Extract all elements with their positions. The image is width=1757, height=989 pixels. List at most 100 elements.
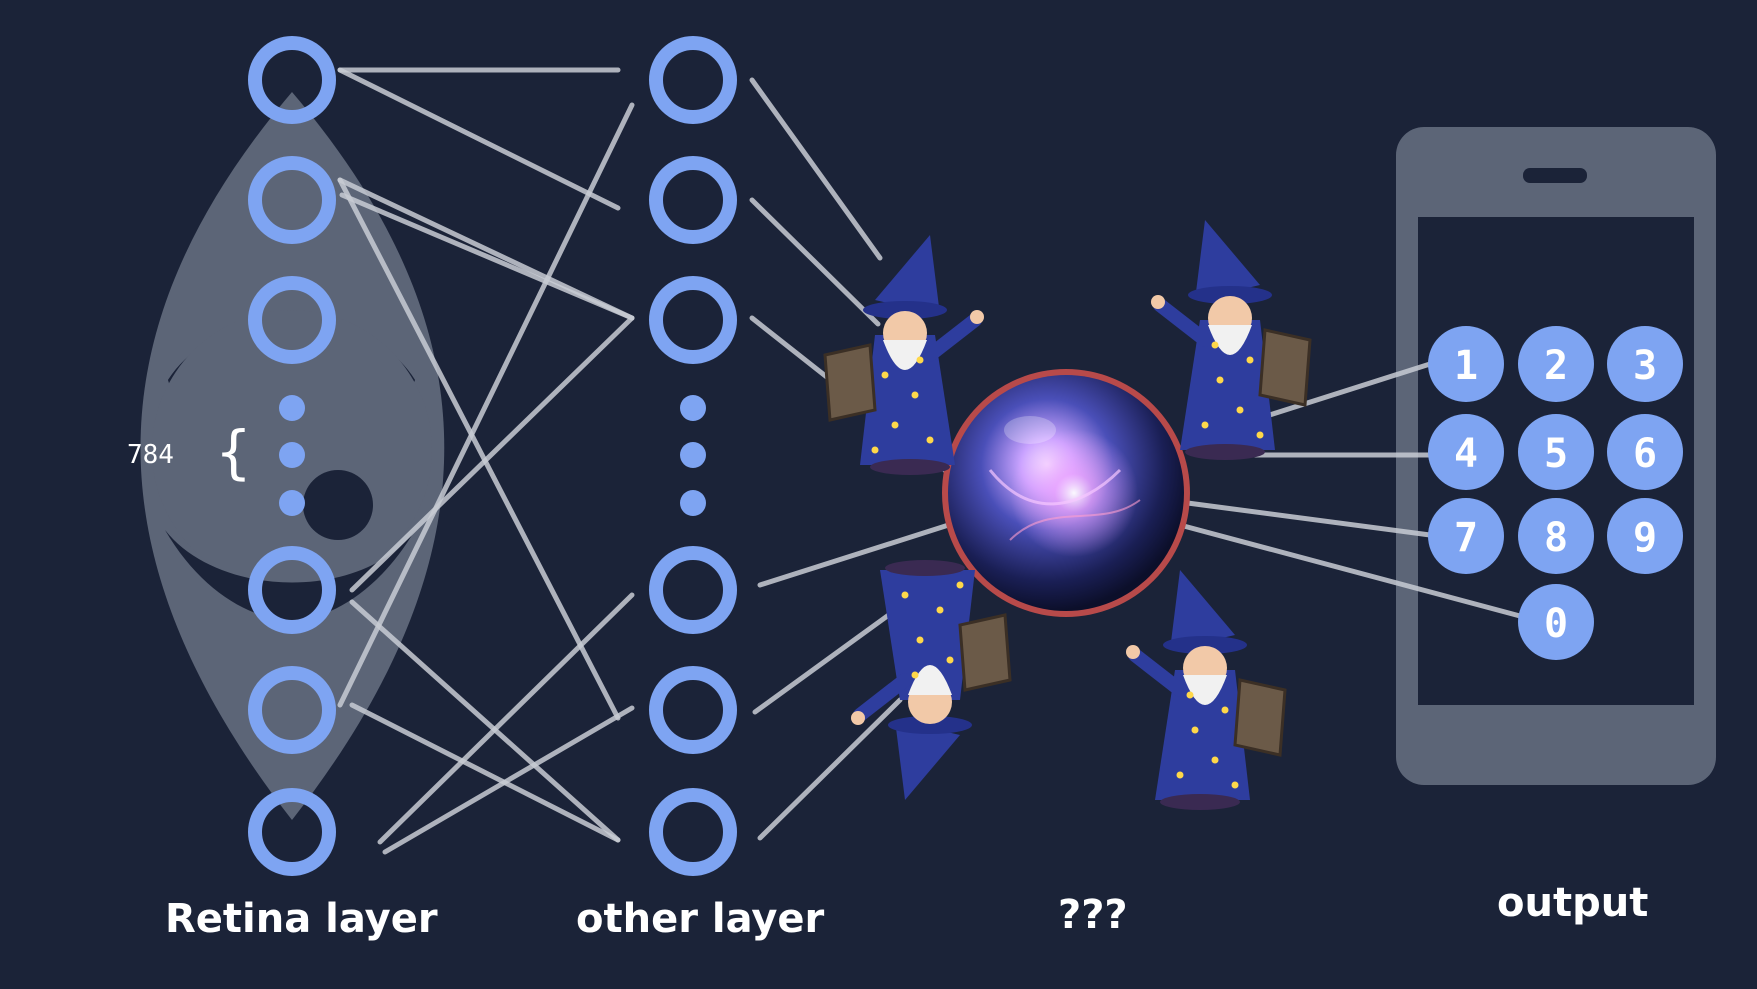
connection-line: [339, 192, 635, 321]
wizard-robe: [1180, 320, 1275, 450]
wizard-star: [911, 391, 919, 399]
wizard-robe: [860, 335, 955, 465]
wizard-star: [1211, 341, 1219, 349]
connection-line: [1257, 361, 1433, 421]
wizard-star: [916, 356, 924, 364]
wizard-star: [891, 421, 899, 429]
ellipsis-dot: [279, 395, 305, 421]
ellipsis-dot: [279, 442, 305, 468]
wizard-hand: [1151, 295, 1165, 309]
output-label: output: [1497, 880, 1649, 926]
key-circle: [1518, 498, 1594, 574]
wizard-star: [916, 636, 924, 644]
key-circle: [1428, 498, 1504, 574]
wizard-hat-brim: [888, 716, 972, 734]
wizard-star: [1211, 756, 1219, 764]
wizard-star: [926, 436, 934, 444]
wizard-feet: [870, 459, 950, 475]
keypad-key: 0: [1518, 584, 1594, 660]
input-brace: {: [215, 418, 252, 486]
key-label: 3: [1633, 343, 1657, 389]
wizard-hat-brim: [863, 301, 947, 319]
wizard-star: [1186, 691, 1194, 699]
keypad-key: 1: [1428, 326, 1504, 402]
wizard-star: [881, 371, 889, 379]
key-circle: [1518, 414, 1594, 490]
connection-line: [349, 599, 621, 843]
key-circle: [1428, 326, 1504, 402]
neuron-node: [649, 276, 737, 364]
key-circle: [1607, 498, 1683, 574]
ellipsis-dot: [279, 490, 305, 516]
key-label: 7: [1454, 515, 1478, 561]
wizard-star: [1236, 406, 1244, 414]
wizard-beard: [883, 340, 927, 370]
key-label: 2: [1544, 343, 1568, 389]
keypad-key: 8: [1518, 498, 1594, 574]
key-circle: [1607, 326, 1683, 402]
other-layer-label: other layer: [576, 896, 825, 942]
keypad-key: 9: [1607, 498, 1683, 574]
wizard-star: [911, 671, 919, 679]
connection-line: [349, 315, 635, 593]
neuron-node: [248, 666, 336, 754]
wizard-star: [1256, 431, 1264, 439]
wizard-star: [1231, 781, 1239, 789]
wizard-book: [1233, 678, 1287, 757]
wizard-star: [1246, 356, 1254, 364]
connection-line: [349, 702, 621, 843]
wizard-star: [936, 606, 944, 614]
wizard-icon: [823, 235, 984, 475]
connection-line: [337, 67, 621, 211]
neuron-node: [248, 276, 336, 364]
retina-layer-label: Retina layer: [165, 896, 438, 942]
wizard-hat: [1195, 220, 1260, 300]
key-label: 4: [1454, 431, 1478, 477]
ellipsis-dot: [680, 490, 706, 516]
wizard-arm: [1128, 648, 1187, 697]
keypad-key: 7: [1428, 498, 1504, 574]
wizards: [823, 220, 1312, 810]
wizard-beard: [1183, 675, 1227, 705]
connection-line: [1177, 522, 1523, 619]
wizard-arm: [853, 673, 912, 722]
wizard-icon: [851, 560, 1012, 800]
key-label: 6: [1633, 431, 1657, 477]
wizard-star: [956, 581, 964, 589]
neuron-node: [649, 36, 737, 124]
wizard-hand: [851, 711, 865, 725]
ellipsis-dot: [680, 395, 706, 421]
wizard-hat: [895, 720, 960, 800]
neuron-node: [248, 788, 336, 876]
key-label: 8: [1544, 515, 1568, 561]
wizard-star: [901, 591, 909, 599]
key-label: 1: [1454, 343, 1478, 389]
connection-line: [1177, 499, 1433, 538]
wizard-star: [1201, 421, 1209, 429]
key-label: 0: [1544, 601, 1568, 647]
wizard-arm: [923, 313, 982, 362]
wizard-arm: [1153, 298, 1212, 347]
wizard-star: [871, 446, 879, 454]
connection-line: [377, 592, 635, 845]
connection-line: [757, 519, 961, 588]
wizard-hat-brim: [1188, 286, 1272, 304]
wizard-feet: [885, 560, 965, 576]
key-circle: [1518, 584, 1594, 660]
input-count-label: 784: [127, 440, 174, 470]
wizard-robe: [880, 570, 975, 700]
key-label: 9: [1633, 515, 1657, 561]
connection-line: [749, 77, 883, 261]
wizard-book: [1258, 328, 1312, 407]
wizard-hand: [970, 310, 984, 324]
neuron-node: [649, 788, 737, 876]
connection-line: [337, 177, 621, 721]
ellipsis-dot: [680, 442, 706, 468]
neuron-node: [248, 546, 336, 634]
key-circle: [1518, 326, 1594, 402]
neuron-node: [649, 666, 737, 754]
wizard-feet: [1185, 444, 1265, 460]
wizard-star: [946, 656, 954, 664]
wizard-icon: [1126, 570, 1287, 810]
